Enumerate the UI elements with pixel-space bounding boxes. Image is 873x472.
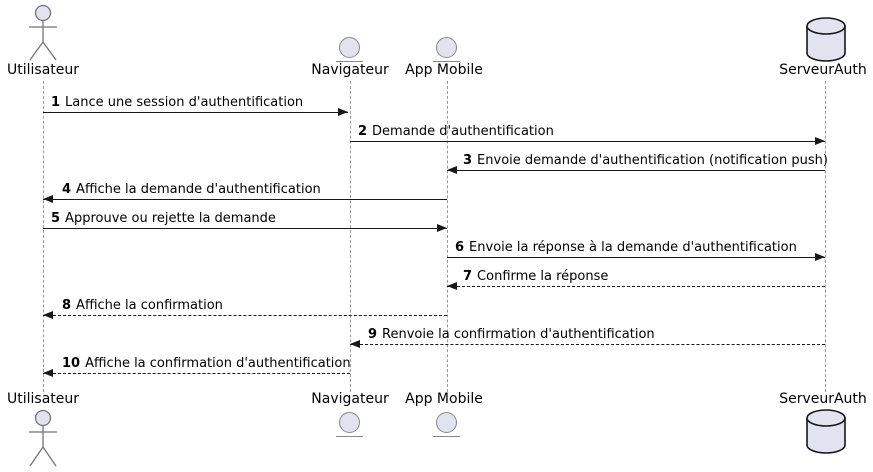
message-6: 6 Envoie la réponse à la demande d'authen…	[447, 240, 825, 261]
message-text: Envoie la réponse à la demande d'authent…	[469, 240, 797, 255]
message-line	[43, 195, 447, 203]
message-label: 5 Approuve ou rejette la demande	[51, 211, 447, 226]
message-text: Approuve ou rejette la demande	[65, 211, 276, 226]
actor-icon	[29, 409, 57, 467]
lifeline-navigateur	[350, 81, 351, 392]
arrowhead-left-icon	[447, 282, 457, 290]
entity-icon	[436, 37, 457, 58]
message-9: 9 Renvoie la confirmation d'authentificat…	[350, 327, 825, 348]
participant-label-navigateur-bottom: Navigateur	[311, 391, 389, 407]
message-label: 4 Affiche la demande d'authentification	[62, 182, 447, 197]
arrowhead-right-icon	[437, 224, 447, 232]
entity-icon	[436, 412, 457, 433]
message-label: 9 Renvoie la confirmation d'authentificat…	[368, 327, 825, 342]
arrowhead-left-icon	[43, 311, 53, 319]
message-line	[43, 311, 447, 319]
lifeline-utilisateur	[43, 81, 44, 392]
message-number: 8	[62, 298, 72, 313]
arrowhead-left-icon	[447, 166, 457, 174]
message-number: 10	[62, 356, 81, 371]
database-icon	[806, 409, 846, 454]
message-line	[447, 166, 825, 174]
arrowhead-right-icon	[815, 253, 825, 261]
message-line	[43, 369, 350, 377]
message-8: 8 Affiche la confirmation	[43, 298, 447, 319]
participant-label-navigateur-top: Navigateur	[311, 62, 389, 78]
message-number: 5	[51, 211, 61, 226]
message-text: Renvoie la confirmation d'authentificati…	[382, 327, 655, 342]
message-number: 3	[463, 153, 473, 168]
message-text: Envoie demande d'authentification (notif…	[477, 153, 828, 168]
message-line	[43, 224, 447, 232]
message-label: 6 Envoie la réponse à la demande d'authen…	[455, 240, 825, 255]
message-10: 10 Affiche la confirmation d'authentifica…	[43, 356, 351, 377]
participant-label-serveurauth-top: ServeurAuth	[779, 62, 867, 78]
message-label: 7 Confirme la réponse	[463, 269, 825, 284]
message-label: 8 Affiche la confirmation	[62, 298, 447, 313]
entity-icon-underline	[433, 436, 460, 437]
message-line	[447, 282, 825, 290]
message-line	[350, 137, 825, 145]
message-text: Lance une session d'authentification	[65, 95, 304, 110]
message-line	[43, 108, 348, 116]
message-label: 2 Demande d'authentification	[358, 124, 825, 139]
arrowhead-left-icon	[350, 340, 360, 348]
participant-label-serveurauth-bottom: ServeurAuth	[779, 391, 867, 407]
entity-icon-underline	[336, 436, 363, 437]
message-text: Affiche la confirmation d'authentificati…	[85, 356, 351, 371]
message-line	[447, 253, 825, 261]
lifeline-app-mobile	[447, 81, 448, 392]
message-text: Demande d'authentification	[372, 124, 554, 139]
message-label: 3 Envoie demande d'authentification (noti…	[463, 153, 828, 168]
actor-icon	[29, 4, 57, 61]
message-label: 1 Lance une session d'authentification	[51, 95, 348, 110]
message-text: Affiche la demande d'authentification	[76, 182, 321, 197]
message-number: 9	[368, 327, 378, 342]
arrowhead-right-icon	[338, 108, 348, 116]
message-2: 2 Demande d'authentification	[350, 124, 825, 145]
message-label: 10 Affiche la confirmation d'authentifica…	[62, 356, 351, 371]
participant-label-app-mobile-top: App Mobile	[405, 62, 483, 78]
message-text: Confirme la réponse	[477, 269, 609, 284]
message-line	[350, 340, 825, 348]
participant-label-utilisateur-bottom: Utilisateur	[6, 391, 80, 407]
message-number: 4	[62, 182, 72, 197]
arrowhead-right-icon	[815, 137, 825, 145]
participant-label-utilisateur-top: Utilisateur	[6, 62, 80, 78]
arrowhead-left-icon	[43, 195, 53, 203]
entity-icon-underline	[336, 61, 363, 62]
message-number: 6	[455, 240, 465, 255]
database-icon	[806, 17, 846, 62]
participant-label-app-mobile-bottom: App Mobile	[405, 391, 483, 407]
entity-icon-underline	[433, 61, 460, 62]
message-number: 1	[51, 95, 61, 110]
lifeline-serveurauth	[825, 81, 826, 392]
message-number: 2	[358, 124, 368, 139]
arrowhead-left-icon	[43, 369, 53, 377]
message-4: 4 Affiche la demande d'authentification	[43, 182, 447, 203]
message-text: Affiche la confirmation	[76, 298, 223, 313]
entity-icon	[339, 37, 360, 58]
message-7: 7 Confirme la réponse	[447, 269, 825, 290]
message-5: 5 Approuve ou rejette la demande	[43, 211, 447, 232]
message-3: 3 Envoie demande d'authentification (noti…	[447, 153, 828, 174]
message-1: 1 Lance une session d'authentification	[43, 95, 348, 116]
entity-icon	[339, 412, 360, 433]
message-number: 7	[463, 269, 473, 284]
